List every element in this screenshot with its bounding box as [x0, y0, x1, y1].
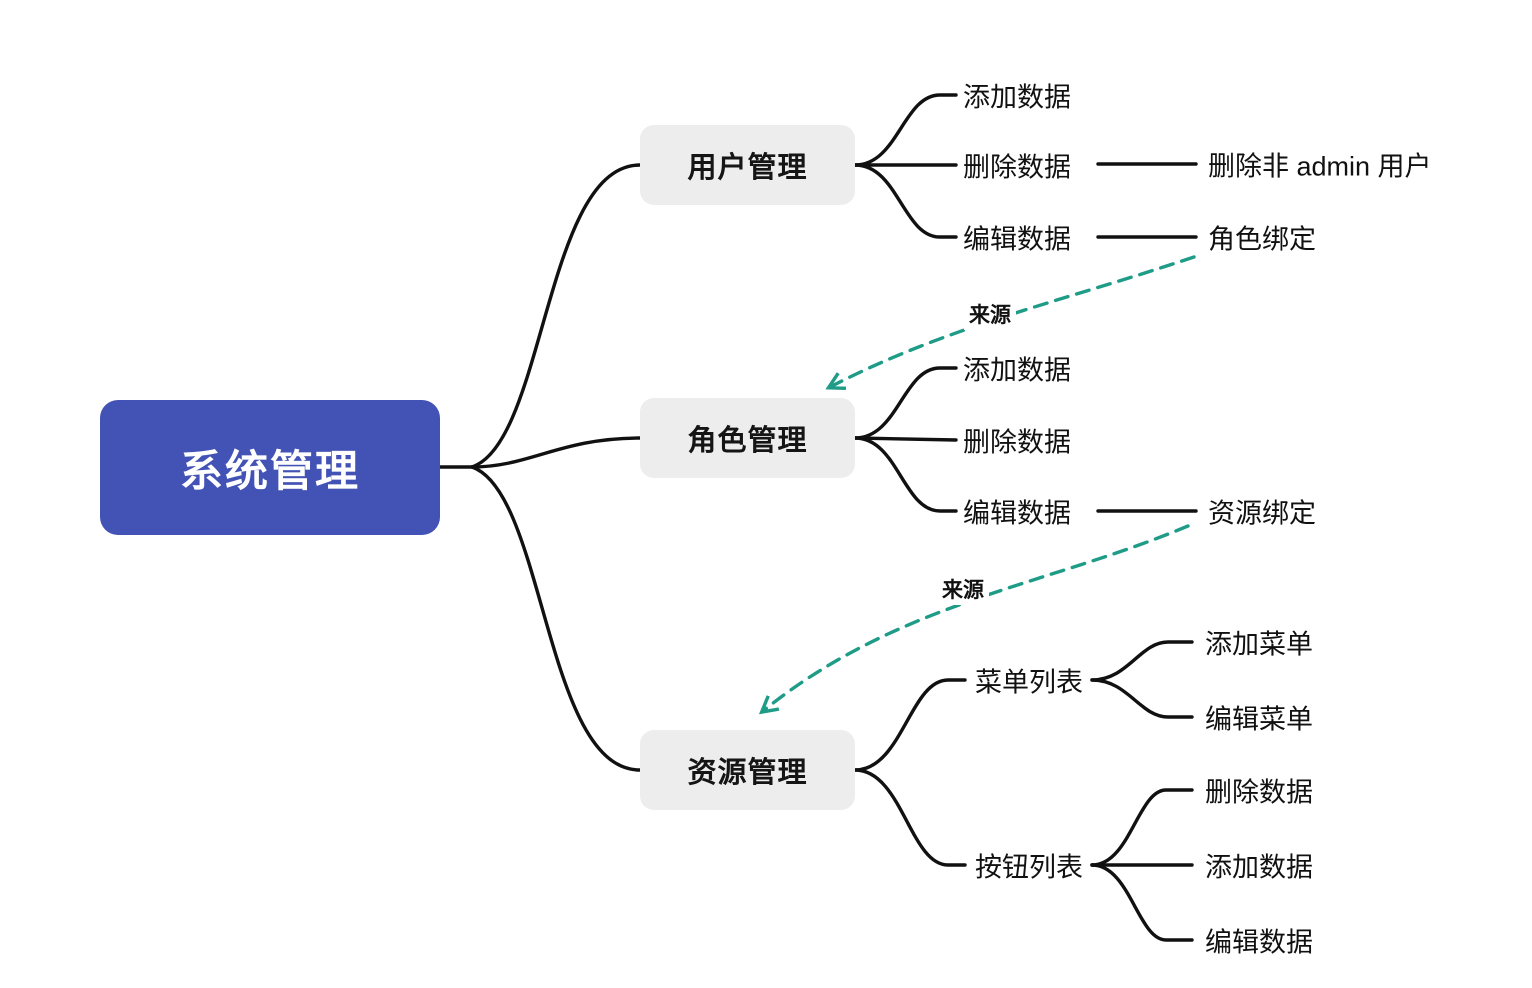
node-role-management-label: 角色管理	[687, 425, 808, 457]
leaf-edit-menu[interactable]: 编辑菜单	[1205, 704, 1313, 735]
leaf-role-binding[interactable]: 角色绑定	[1208, 224, 1316, 255]
node-user-management[interactable]: 用户管理	[640, 125, 855, 205]
leaf-button-list[interactable]: 按钮列表	[975, 852, 1083, 883]
crosslink-label-source-1[interactable]: 来源	[964, 298, 1016, 330]
edge-role-to-edit	[853, 436, 958, 513]
edge-user-to-edit	[853, 163, 958, 239]
edge-resource-to-btnlist	[853, 768, 967, 867]
leaf-menu-list[interactable]: 菜单列表	[975, 667, 1083, 698]
leaf-btn-add-data[interactable]: 添加数据	[1205, 852, 1313, 883]
leaf-delete-non-admin[interactable]: 删除非 admin 用户	[1208, 151, 1432, 182]
edge-btnlist-to-edit	[1090, 863, 1194, 942]
edge-menulist-to-editmenu	[1090, 678, 1194, 719]
node-resource-management[interactable]: 资源管理	[640, 730, 855, 810]
edge-root-to-user	[470, 163, 642, 469]
leaf-btn-edit-data[interactable]: 编辑数据	[1205, 927, 1313, 958]
edge-role-to-add	[853, 366, 958, 440]
edge-user-to-add	[853, 93, 958, 167]
node-user-management-label: 用户管理	[687, 152, 808, 184]
leaf-role-add-data[interactable]: 添加数据	[963, 355, 1071, 386]
leaf-role-edit-data[interactable]: 编辑数据	[963, 498, 1071, 529]
node-root[interactable]: 系统管理	[100, 400, 440, 535]
edge-root-to-resource	[470, 465, 642, 772]
node-role-management[interactable]: 角色管理	[640, 398, 855, 478]
leaf-add-menu[interactable]: 添加菜单	[1205, 629, 1313, 660]
crosslink-label-source-2[interactable]: 来源	[937, 573, 989, 605]
edge-menulist-to-addmenu	[1090, 640, 1194, 682]
node-root-label: 系统管理	[180, 447, 360, 496]
node-resource-management-label: 资源管理	[687, 757, 808, 789]
leaf-user-add-data[interactable]: 添加数据	[963, 82, 1071, 113]
edge-resource-to-menulist	[853, 678, 967, 772]
leaf-user-edit-data[interactable]: 编辑数据	[963, 224, 1071, 255]
edge-role-to-delete	[853, 436, 958, 442]
leaf-role-delete-data[interactable]: 删除数据	[963, 427, 1071, 458]
leaf-user-delete-data[interactable]: 删除数据	[963, 152, 1071, 183]
edge-root-to-role	[470, 436, 642, 469]
leaf-btn-delete-data[interactable]: 删除数据	[1205, 777, 1313, 808]
edge-btnlist-to-delete	[1090, 788, 1194, 867]
leaf-resource-binding[interactable]: 资源绑定	[1208, 498, 1316, 529]
